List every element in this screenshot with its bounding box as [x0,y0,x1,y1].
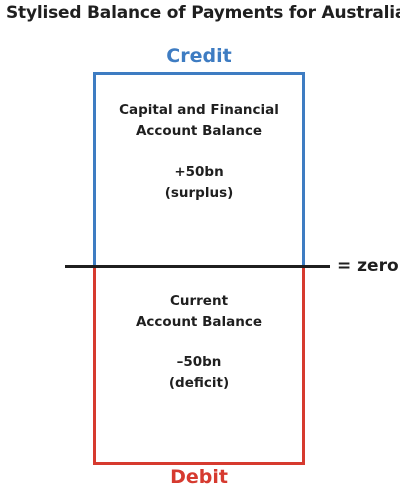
capital-account-note: (surplus) [164,185,234,201]
capital-account-line2: Account Balance [135,123,262,139]
credit-box [93,72,305,270]
current-account-line2: Account Balance [135,314,262,330]
debit-label: Debit [170,466,228,488]
capital-account-line1: Capital and Financial [119,102,279,118]
current-account-value: –50bn [176,354,222,370]
current-account-value-block: –50bn (deficit) [93,352,305,394]
credit-label: Credit [166,45,232,67]
capital-account-value: +50bn [174,164,224,180]
zero-label: = zero [337,256,399,276]
current-account-note: (deficit) [168,375,230,391]
capital-account-heading: Capital and Financial Account Balance [93,100,305,142]
current-account-line1: Current [169,293,229,309]
capital-account-value-block: +50bn (surplus) [93,162,305,204]
current-account-heading: Current Account Balance [93,291,305,333]
zero-line [65,265,330,268]
diagram-title: Stylised Balance of Payments for Austral… [6,3,400,23]
debit-box [93,267,305,465]
